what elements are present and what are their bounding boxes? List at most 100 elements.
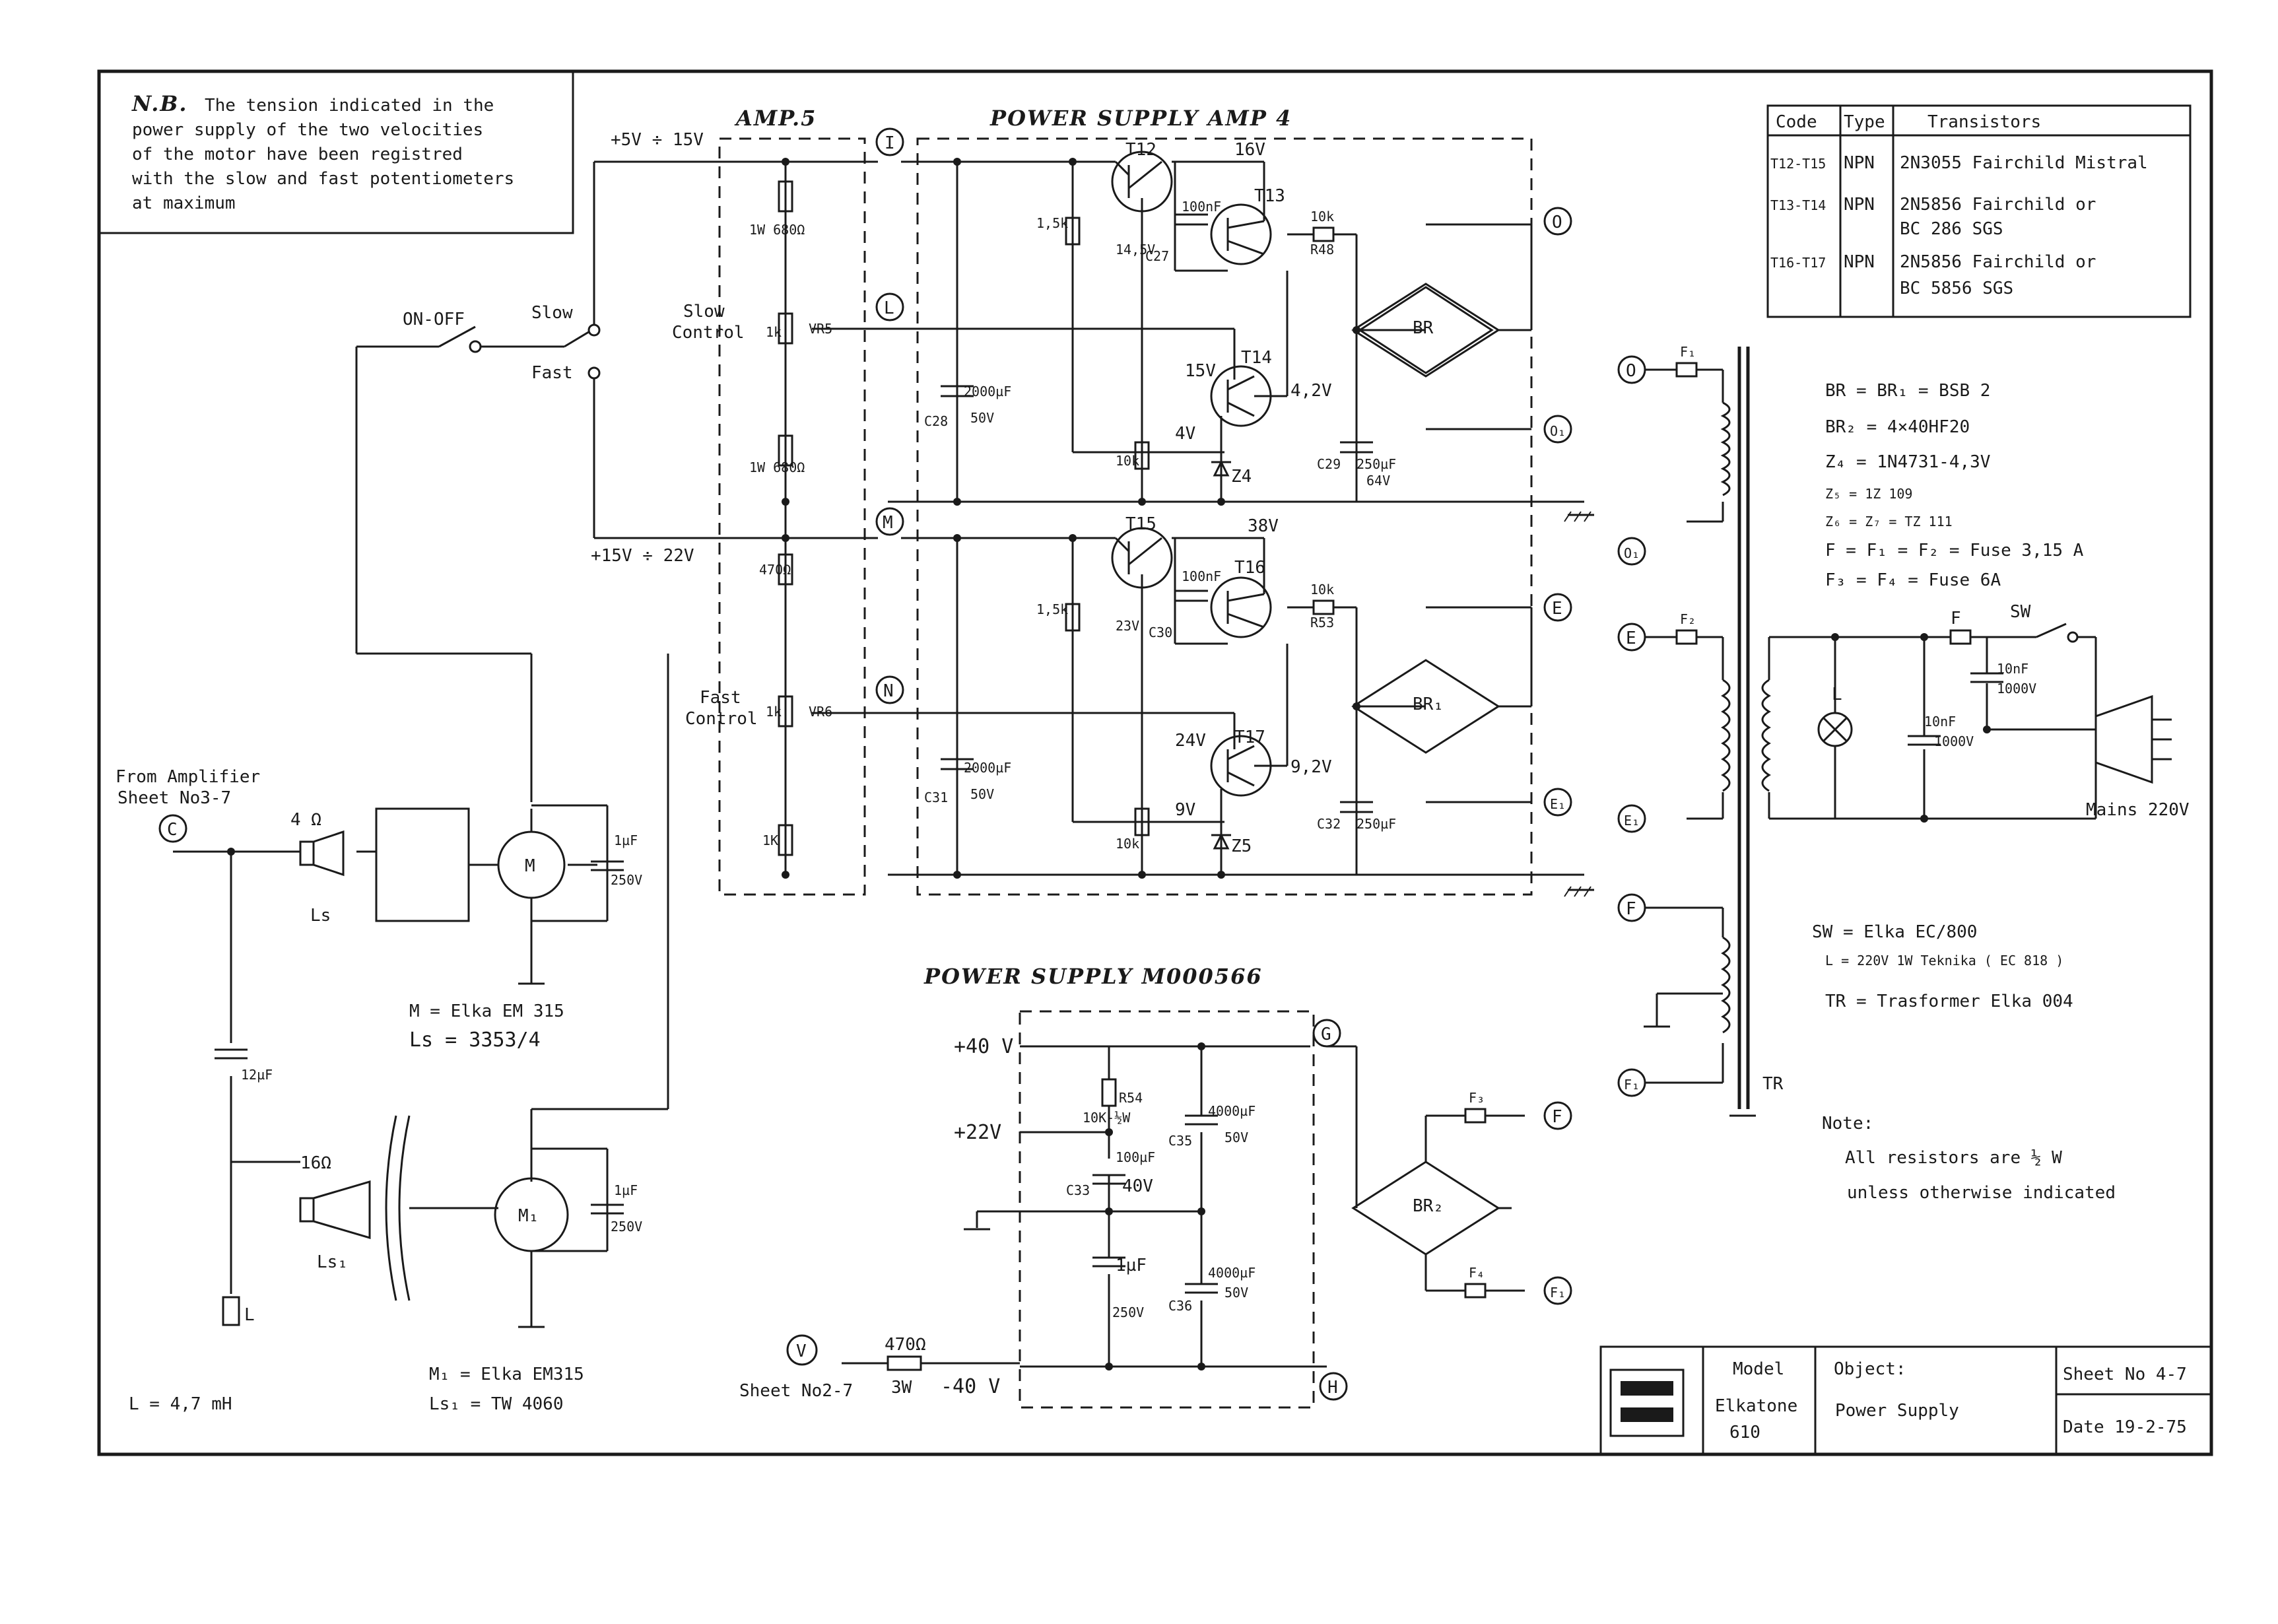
node-e-icon xyxy=(1543,593,1572,622)
capacitor-c30-icon xyxy=(1175,590,1208,602)
label-4v: 4V xyxy=(1175,424,1195,444)
label-c35-value: 4000µF xyxy=(1208,1103,1256,1119)
label-r54-value: 10K-½W xyxy=(1083,1110,1131,1126)
label-motor-m1-spec: M₁ = Elka EM315 xyxy=(429,1365,584,1384)
label-r46b-value: 1W 680Ω xyxy=(749,222,805,238)
label-c31: C31 xyxy=(924,790,948,805)
node-v-icon xyxy=(786,1334,818,1366)
label-motor-m1: M₁ xyxy=(518,1206,539,1226)
table-row-1-desc: 2N3055 Fairchild Mistral xyxy=(1900,153,2148,173)
node-h-icon xyxy=(1319,1372,1348,1401)
label-4-2v: 4,2V xyxy=(1290,381,1332,401)
company-logo xyxy=(1609,1369,1685,1437)
ground-icon xyxy=(518,977,545,985)
table-header-type: Type xyxy=(1844,112,1885,132)
nb-note: N.B. The tension indicated in the power … xyxy=(98,70,574,234)
label-r53: R53 xyxy=(1310,615,1334,630)
bridge-br-icon xyxy=(1351,283,1500,378)
title-block: Model Elkatone 610 Object: Power Supply … xyxy=(1599,1345,2213,1456)
node-label-f-tr: F xyxy=(1626,899,1636,919)
zener-z5-icon xyxy=(1211,832,1231,850)
capacitor-c31-icon xyxy=(941,758,974,770)
resistor-r53-icon xyxy=(1312,599,1335,615)
label-16-ohm: 16Ω xyxy=(300,1153,331,1173)
label-c31-value: 2000µF xyxy=(964,760,1011,776)
label-c28-value: 2000µF xyxy=(964,384,1011,399)
resistor-r46-icon xyxy=(1065,217,1081,246)
nb-line-3: of the motor have been registred xyxy=(132,145,463,164)
lamp-icon xyxy=(1817,712,1853,747)
label-mains: Mains 220V xyxy=(2086,800,2190,820)
label-c32: C32 xyxy=(1317,816,1341,832)
node-label-f1: F₁ xyxy=(1550,1285,1566,1301)
section-amp4: POWER SUPPLY AMP 4 xyxy=(989,106,1292,131)
parts-z6: Z₆ = Z₇ = TZ 111 xyxy=(1825,514,1953,529)
transistor-t15-icon xyxy=(1111,527,1173,589)
motor-m-icon xyxy=(497,830,566,899)
label-c29-value: 250µF xyxy=(1357,456,1396,472)
resistor-note: Note: All resistors are ½ W unless other… xyxy=(1822,1114,2116,1203)
node-f1-tr-icon xyxy=(1617,1068,1646,1097)
object-label: Object: xyxy=(1834,1359,1906,1379)
node-label-f1-tr: F₁ xyxy=(1624,1077,1640,1093)
label-r53-value: 10k xyxy=(1310,582,1334,597)
label-c35: C35 xyxy=(1168,1133,1192,1149)
label-r48: R48 xyxy=(1310,242,1334,257)
label-5v-15v: +5V ÷ 15V xyxy=(611,130,704,150)
table-row-2-type: NPN xyxy=(1844,195,1875,215)
label-f2: F₂ xyxy=(1680,611,1696,627)
label-c33: C33 xyxy=(1066,1182,1090,1198)
label-vr6-value: 1k xyxy=(766,704,782,720)
transistor-table: Code Type Transistors T12-T15 NPN 2N3055… xyxy=(1766,104,2192,318)
capacitor-1uf-b-icon xyxy=(591,1203,624,1215)
object-value: Power Supply xyxy=(1835,1401,1959,1421)
node-f-icon xyxy=(1543,1101,1572,1130)
label-f: F xyxy=(1951,609,1961,628)
node-label-e1: E₁ xyxy=(1550,796,1566,812)
label-vr5-value: 1k xyxy=(766,324,782,340)
node-label-n: N xyxy=(883,681,894,701)
speaker-ls-icon xyxy=(299,830,345,877)
table-row-1-code: T12-T15 xyxy=(1770,156,1826,172)
label-c31-voltage: 50V xyxy=(970,786,994,802)
fuse-f4-icon xyxy=(1464,1283,1487,1299)
drawing-border xyxy=(97,69,2213,1456)
node-f-tr-icon xyxy=(1617,893,1646,922)
node-label-h: H xyxy=(1327,1378,1338,1398)
label-from-amp-1: From Amplifier xyxy=(116,767,260,787)
fuse-f1-icon xyxy=(1675,362,1698,378)
label-1000v: 1000V xyxy=(1934,733,1974,749)
node-f1-icon xyxy=(1543,1276,1572,1305)
resistor-r52-icon xyxy=(1134,807,1150,836)
label-10nf-b: 10nF xyxy=(1997,661,2028,677)
label-1uf: 1µF xyxy=(614,832,638,848)
parts-br: BR = BR₁ = BSB 2 xyxy=(1825,381,1990,401)
m000566-box xyxy=(1019,1010,1315,1409)
parts-fuse-f: F = F₁ = F₂ = Fuse 3,15 A xyxy=(1825,541,2084,560)
label-c36-voltage: 50V xyxy=(1224,1285,1248,1301)
label-inductor-l: L xyxy=(244,1305,255,1325)
spec-transformer: TR = Trasformer Elka 004 xyxy=(1825,992,2073,1011)
ground-icon xyxy=(1564,873,1594,897)
table-row-3-desc-2: BC 5856 SGS xyxy=(1900,279,2013,298)
node-label-o-tr: O xyxy=(1626,361,1636,381)
fuse-f2-icon xyxy=(1675,629,1698,645)
table-row-2-code: T13-T14 xyxy=(1770,197,1826,213)
capacitor-c35-icon xyxy=(1185,1114,1218,1126)
label-t15: T15 xyxy=(1125,514,1156,534)
label-sheet-v: Sheet No2-7 xyxy=(739,1381,853,1401)
node-o1-tr-icon xyxy=(1617,537,1646,566)
node-o1-icon xyxy=(1543,415,1572,444)
node-label-i: I xyxy=(885,133,895,153)
label-vr5: VR5 xyxy=(809,321,832,337)
nb-line-4: with the slow and fast potentiometers xyxy=(132,169,514,189)
label-minus40: -40 V xyxy=(941,1375,1000,1398)
label-f1: F₁ xyxy=(1680,344,1696,360)
label-vr6: VR6 xyxy=(809,704,832,720)
node-o-tr-icon xyxy=(1617,355,1646,384)
node-i-icon xyxy=(875,127,904,156)
resistor-470-icon xyxy=(887,1355,922,1371)
resistor-r54-icon xyxy=(1101,1078,1117,1107)
label-z4: Z4 xyxy=(1231,467,1252,487)
